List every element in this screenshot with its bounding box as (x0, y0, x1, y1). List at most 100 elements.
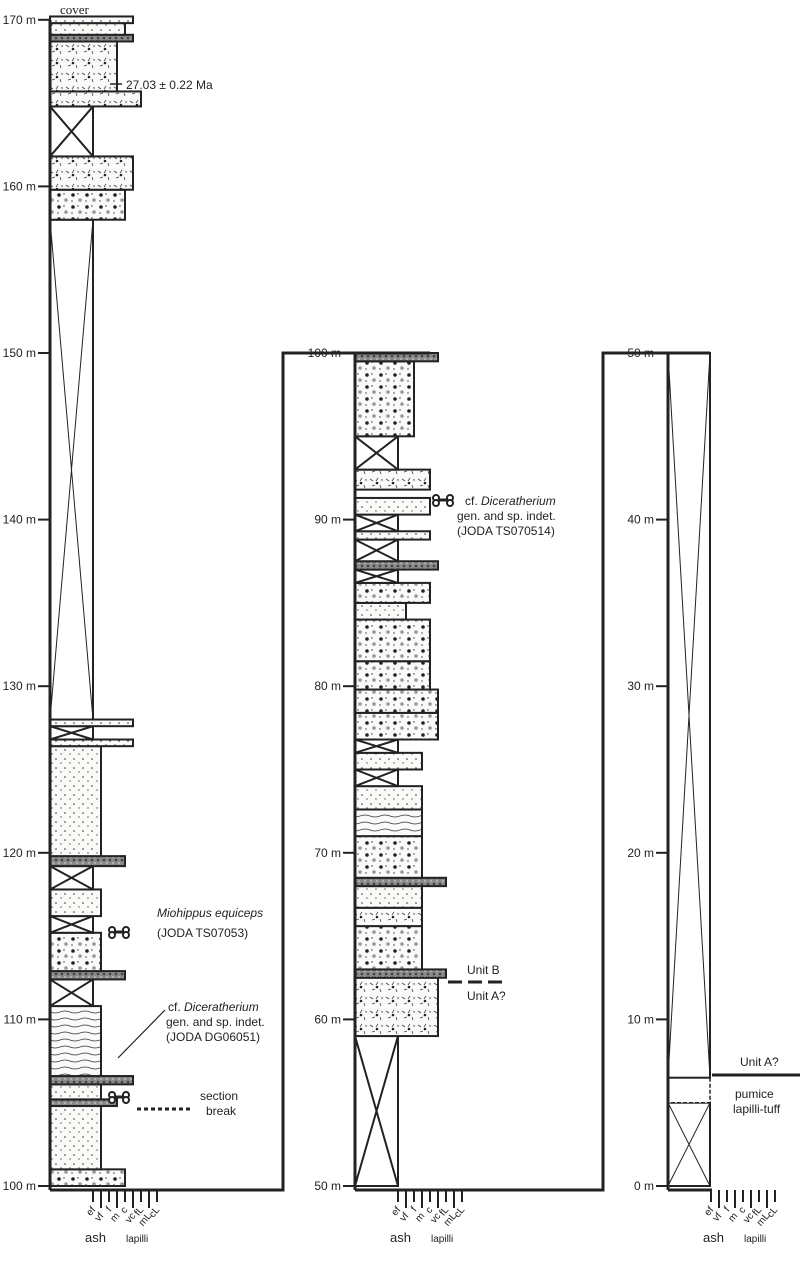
depth-tick-label: 80 m (314, 679, 341, 693)
bed-tuff (49, 90, 142, 108)
depth-tick-label: 90 m (314, 513, 341, 527)
bed-tuff (49, 40, 118, 93)
unit-b-label: Unit B (467, 963, 500, 977)
grain-size-label-f: f (722, 1205, 732, 1214)
dicer1-cf: cf. (168, 1000, 181, 1014)
covered-interval-x (354, 738, 399, 754)
pumice-label-2: lapilli-tuff (733, 1102, 781, 1116)
covered-interval-x (354, 538, 399, 563)
depth-tick-label: 150 m (3, 346, 36, 360)
covered-interval-x (667, 352, 711, 1078)
lapilli-label: lapilli (431, 1234, 453, 1245)
section-break-2: break (206, 1104, 237, 1118)
section-break-1: section (200, 1089, 238, 1103)
ash-label: ash (85, 1230, 106, 1245)
covered-interval-x (49, 725, 94, 741)
covered-interval-x (49, 105, 94, 158)
bed-conglomerate (49, 1168, 126, 1187)
bed-sandstone (49, 745, 102, 858)
grain-size-label-c: c (119, 1205, 131, 1216)
dicer1-label: cf. Diceratherium (168, 1000, 259, 1014)
bed-conglomerate (354, 660, 431, 691)
lapilli-label: lapilli (126, 1234, 148, 1245)
bed-sandstone (49, 888, 102, 918)
age-label: 27.03 ± 0.22 Ma (126, 78, 213, 92)
grain-size-label-f: f (104, 1205, 114, 1214)
bed-conglomerate (354, 360, 415, 438)
bed-conglomerate (49, 188, 126, 221)
dicer2-taxon: Diceratherium (481, 494, 556, 508)
bed-sandstone (49, 1105, 102, 1171)
bed-conglomerate (49, 931, 102, 973)
covered-interval-x (49, 865, 94, 891)
fossil-bone-icons (108, 494, 454, 1104)
depth-tick-label: 0 m (634, 1179, 654, 1193)
bed-sandstone (49, 22, 126, 36)
unit-a-label-col3: Unit A? (740, 1055, 779, 1069)
covered-interval-x (354, 768, 399, 788)
bed-tuff (354, 468, 431, 491)
depth-tick-label: 140 m (3, 513, 36, 527)
bed-laminated (354, 808, 423, 838)
covered-interval-x (354, 513, 399, 533)
bed-conglomerate (354, 618, 431, 663)
pumice-label-1: pumice (735, 1087, 774, 1101)
grain-size-label-f: f (409, 1205, 419, 1214)
bone-icon (108, 1091, 130, 1104)
bed-sandstone (354, 885, 423, 909)
lapilli-label: lapilli (744, 1234, 766, 1245)
depth-tick-label: 50 m (627, 346, 654, 360)
dicer2-cf: cf. (465, 494, 478, 508)
bed-tuff (354, 906, 423, 928)
depth-tick-label: 100 m (3, 1179, 36, 1193)
covered-interval-x (667, 1102, 711, 1187)
bed-sandstone (49, 1083, 102, 1101)
covered-interval-x (354, 568, 399, 584)
bed-conglomerate (354, 688, 439, 714)
bed-gray (49, 855, 126, 868)
covered-interval-x (354, 1035, 399, 1187)
depth-tick-label: 120 m (3, 846, 36, 860)
depth-tick-label: 70 m (314, 846, 341, 860)
dicer1-line2: gen. and sp. indet. (166, 1015, 265, 1029)
bed-sandstone (354, 751, 423, 771)
bed-gray (354, 968, 447, 979)
covered-interval-x (49, 978, 94, 1007)
depth-tick-label: 50 m (314, 1179, 341, 1193)
depth-tick-label: 100 m (308, 346, 341, 360)
covered-interval-x (49, 219, 94, 720)
bed-laminated (49, 1005, 102, 1078)
bed-sandstone (354, 496, 431, 516)
bed-conglomerate (354, 581, 431, 604)
depth-tick-label: 10 m (627, 1012, 654, 1026)
dicer2-label: cf. Diceratherium (465, 494, 556, 508)
depth-tick-label: 130 m (3, 679, 36, 693)
bed-sandstone (354, 601, 407, 621)
depth-tick-label: 170 m (3, 13, 36, 27)
covered-interval-x (354, 435, 399, 471)
ash-label: ash (390, 1230, 411, 1245)
ash-label: ash (703, 1230, 724, 1245)
dicer2-specimen: (JODA TS070514) (457, 524, 555, 538)
covered-interval-x (49, 915, 94, 934)
bed-gray (354, 876, 447, 888)
bed-sandstone (354, 530, 431, 541)
bed-gray (49, 1075, 134, 1086)
cover-label: cover (60, 2, 90, 17)
depth-tick-label: 160 m (3, 179, 36, 193)
unit-a-label-col2: Unit A? (467, 989, 506, 1003)
bed-pumice (667, 1076, 711, 1104)
bed-tuff (354, 976, 439, 1038)
bone-icon (108, 926, 130, 939)
dicer2-line2: gen. and sp. indet. (457, 509, 556, 523)
bone-icon (432, 494, 454, 507)
depth-tick-label: 110 m (4, 1012, 36, 1026)
dicer1-taxon: Diceratherium (184, 1000, 259, 1014)
dicer1-pointer (117, 1009, 166, 1059)
depth-tick-label: 20 m (627, 846, 654, 860)
dicer1-specimen: (JODA DG06051) (166, 1030, 260, 1044)
depth-tick-label: 60 m (314, 1012, 341, 1026)
bed-conglomerate (354, 835, 423, 879)
bed-gray (354, 560, 439, 571)
